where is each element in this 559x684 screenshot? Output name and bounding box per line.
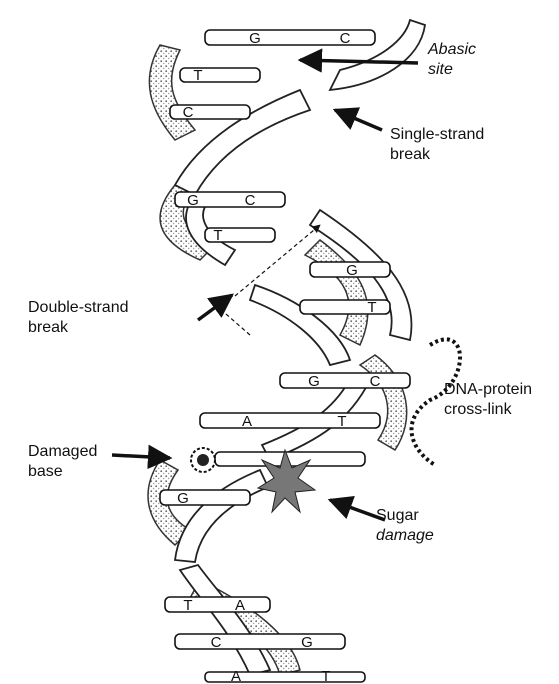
double-strand-line-2: break — [28, 318, 129, 338]
damaged-base-line-1: Damaged — [28, 442, 97, 462]
single-strand-line-2: break — [390, 145, 484, 165]
abasic-line-2: site — [428, 60, 476, 80]
double-strand-line-1: Double-strand — [28, 298, 129, 318]
base-letter-left: T — [183, 597, 192, 614]
base-letter-left: G — [177, 490, 189, 507]
dna-protein-crosslink-label: DNA-protein cross-link — [444, 380, 532, 420]
abasic-site-label: Abasic site — [428, 40, 476, 80]
base-letter-left: A — [242, 413, 252, 430]
single-strand-break-label: Single-strand break — [390, 125, 484, 165]
base-letter-right: T — [337, 413, 346, 430]
base-letter-right: C — [370, 373, 381, 390]
base-letter-left: T — [193, 67, 202, 84]
base-letter-left: G — [308, 373, 320, 390]
base-letter-right: T — [367, 299, 376, 316]
dna-protein-line-1: DNA-protein — [444, 380, 532, 400]
sugar-line-2: damage — [376, 526, 434, 546]
sugar-damage-label: Sugar damage — [376, 506, 434, 546]
damaged-base-label: Damaged base — [28, 442, 97, 482]
base-letter-left: G — [249, 30, 261, 47]
base-letter-left: G — [187, 192, 199, 209]
base-letter-right: G — [346, 262, 358, 279]
sugar-line-1: Sugar — [376, 506, 434, 526]
base-letter-right: C — [245, 192, 256, 209]
single-strand-line-1: Single-strand — [390, 125, 484, 145]
base-letter-right: T — [321, 668, 330, 684]
damaged-base-line-2: base — [28, 462, 97, 482]
base-letter-left: T — [213, 227, 222, 244]
base-letter-left: A — [231, 668, 241, 684]
base-letter-right: G — [301, 634, 313, 651]
base-letter-left: C — [183, 104, 194, 121]
base-letter-left: C — [211, 634, 222, 651]
double-strand-break-label: Double-strand break — [28, 298, 129, 338]
dna-protein-line-2: cross-link — [444, 400, 532, 420]
base-letter-right: A — [235, 597, 245, 614]
base-letter-right: C — [340, 30, 351, 47]
abasic-line-1: Abasic — [428, 40, 476, 60]
